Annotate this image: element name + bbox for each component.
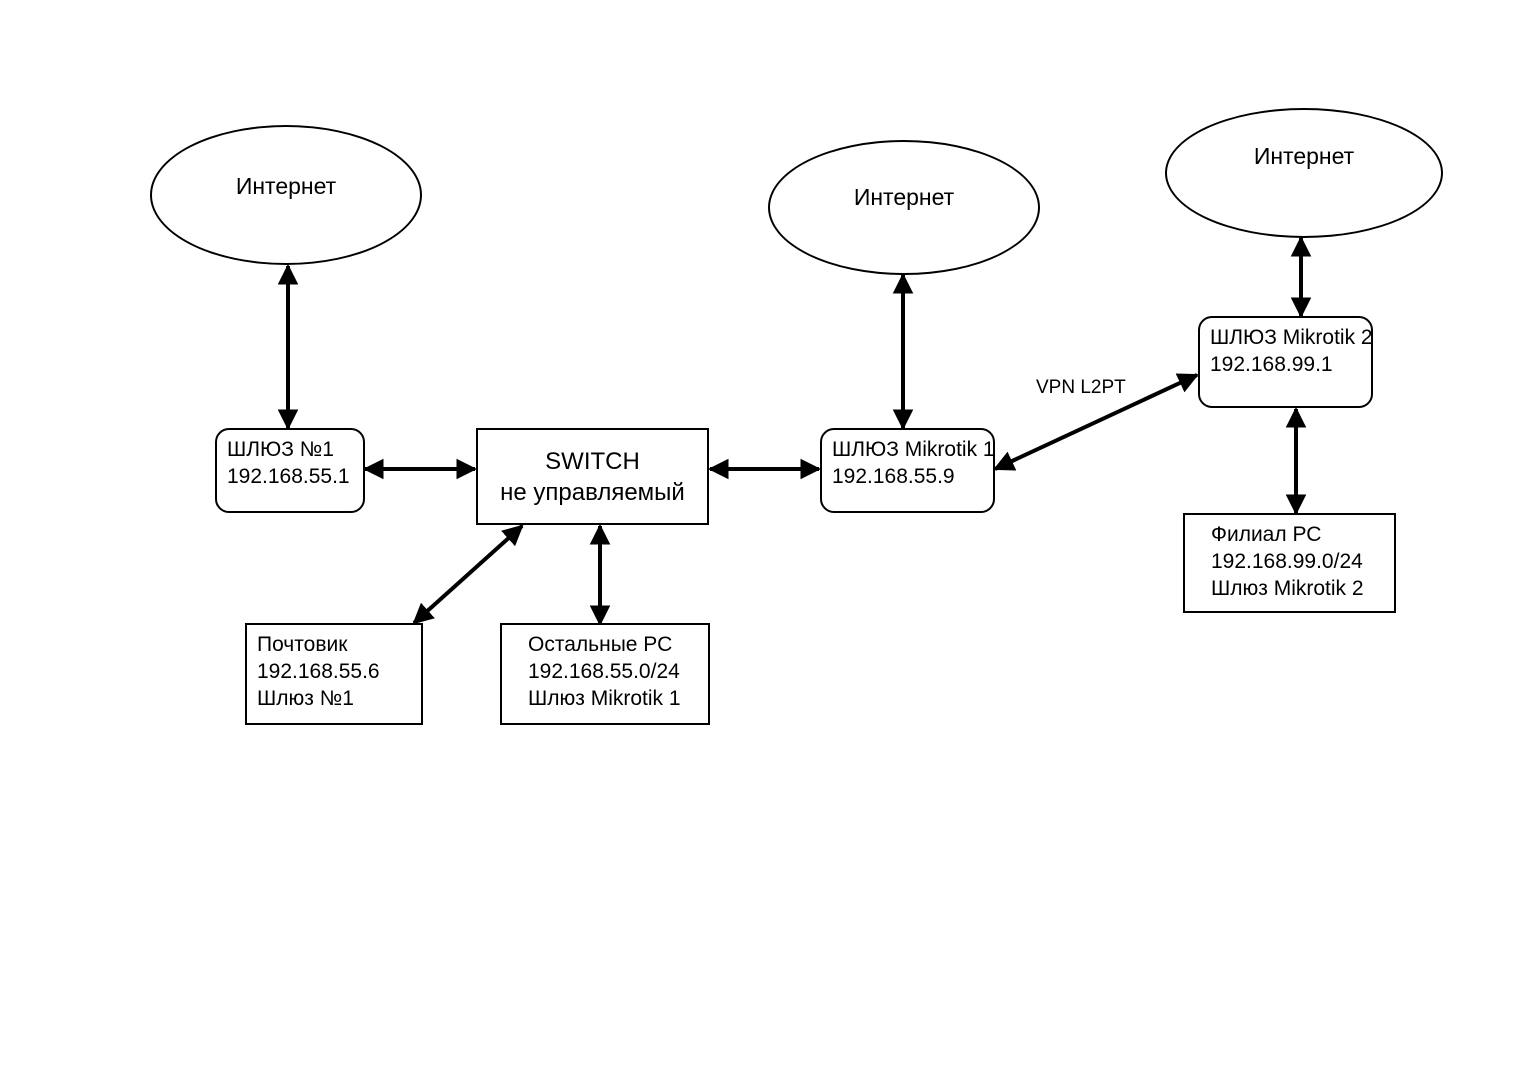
node-switch-line1: SWITCH	[545, 447, 640, 475]
internet-cloud-center-label: Интернет	[853, 184, 955, 210]
node-switch-text: SWITCH не управляемый	[478, 445, 707, 507]
node-gateway1-line2: 192.168.55.1	[227, 464, 350, 488]
node-mikrotik2[interactable]: ШЛЮЗ Mikrotik 2 192.168.99.1	[1198, 316, 1373, 408]
node-mail-server-text: Почтовик 192.168.55.6 Шлюз №1	[257, 632, 380, 713]
node-mikrotik1-text: ШЛЮЗ Mikrotik 1 192.168.55.9	[832, 437, 995, 491]
node-mail-server[interactable]: Почтовик 192.168.55.6 Шлюз №1	[245, 623, 423, 725]
node-switch[interactable]: SWITCH не управляемый	[476, 428, 709, 525]
node-mail-server-line2: 192.168.55.6	[257, 659, 380, 683]
node-branch-pcs-line3: Шлюз Mikrotik 2	[1211, 576, 1364, 600]
node-other-pcs-line1: Остальные РС	[528, 633, 673, 656]
vpn-connection-label: VPN L2PT	[1036, 377, 1126, 398]
connector-switch-mail-server	[412, 524, 524, 625]
internet-cloud-center[interactable]: Интернет	[768, 140, 1040, 275]
node-mail-server-line1: Почтовик	[257, 633, 348, 656]
node-mikrotik2-line1: ШЛЮЗ Mikrotik 2	[1210, 326, 1373, 349]
node-mikrotik1[interactable]: ШЛЮЗ Mikrotik 1 192.168.55.9	[820, 428, 995, 513]
internet-cloud-left[interactable]: Интернет	[150, 125, 422, 265]
node-mikrotik2-line2: 192.168.99.1	[1210, 352, 1333, 376]
internet-cloud-right[interactable]: Интернет	[1165, 108, 1443, 238]
node-other-pcs-line3: Шлюз Mikrotik 1	[528, 686, 681, 710]
node-gateway1[interactable]: ШЛЮЗ №1 192.168.55.1	[215, 428, 365, 513]
node-other-pcs-text: Остальные РС 192.168.55.0/24 Шлюз Mikrot…	[528, 632, 681, 713]
node-other-pcs[interactable]: Остальные РС 192.168.55.0/24 Шлюз Mikrot…	[500, 623, 710, 725]
node-gateway1-text: ШЛЮЗ №1 192.168.55.1	[227, 437, 350, 491]
node-branch-pcs-line1: Филиал РС	[1211, 523, 1322, 546]
node-branch-pcs-text: Филиал РС 192.168.99.0/24 Шлюз Mikrotik …	[1211, 522, 1364, 603]
node-gateway1-line1: ШЛЮЗ №1	[227, 438, 334, 461]
node-mikrotik1-line1: ШЛЮЗ Mikrotik 1	[832, 438, 995, 461]
node-switch-line2: не управляемый	[500, 478, 685, 506]
internet-cloud-left-label: Интернет	[235, 173, 337, 199]
node-mail-server-line3: Шлюз №1	[257, 686, 354, 710]
internet-cloud-right-label: Интернет	[1253, 143, 1355, 169]
node-other-pcs-line2: 192.168.55.0/24	[528, 659, 680, 683]
node-mikrotik2-text: ШЛЮЗ Mikrotik 2 192.168.99.1	[1210, 325, 1373, 379]
node-branch-pcs-line2: 192.168.99.0/24	[1211, 549, 1363, 573]
node-mikrotik1-line2: 192.168.55.9	[832, 464, 955, 488]
node-branch-pcs[interactable]: Филиал РС 192.168.99.0/24 Шлюз Mikrotik …	[1183, 513, 1396, 613]
